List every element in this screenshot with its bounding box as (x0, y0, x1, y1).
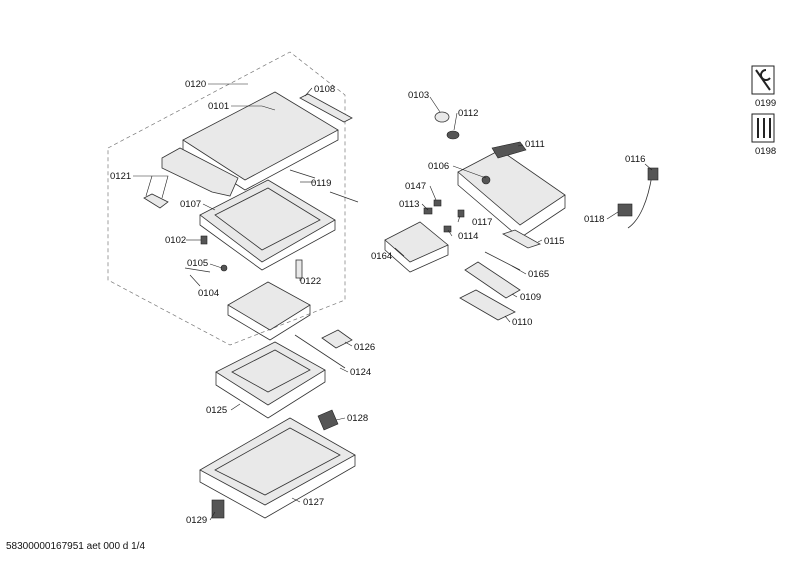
label-0121: 0121 (110, 171, 131, 182)
part-lid-panel (182, 91, 339, 191)
label-0109: 0109 (520, 292, 541, 303)
part-screws (184, 264, 228, 273)
label-0129: 0129 (186, 515, 207, 526)
label-0103: 0103 (408, 90, 429, 101)
label-0102: 0102 (165, 235, 186, 246)
label-0199: 0199 (755, 98, 776, 109)
part-tub-cover (215, 341, 326, 419)
part-control-foil (459, 289, 516, 321)
part-electronic-module (384, 221, 449, 273)
label-0165: 0165 (528, 269, 549, 280)
screwdriver-set-icon (751, 113, 775, 143)
label-0125: 0125 (206, 405, 227, 416)
label-0112: 0112 (458, 108, 478, 119)
label-0111: 0111 (525, 139, 545, 150)
label-0127: 0127 (303, 497, 324, 508)
part-bracket (317, 409, 339, 431)
part-rod (289, 169, 359, 203)
part-cover-plate (321, 329, 353, 349)
label-0116: 0116 (625, 154, 645, 165)
part-lid-handle (143, 147, 239, 209)
part-hinge-rod (294, 334, 346, 369)
label-0104: 0104 (198, 288, 219, 299)
label-0101: 0101 (208, 101, 229, 112)
part-mains-cable (617, 167, 659, 229)
label-0106: 0106 (428, 161, 449, 172)
label-0122: 0122 (300, 276, 321, 287)
tools-wrench-icon (751, 65, 775, 95)
part-clip (200, 235, 208, 245)
part-button-bar (502, 229, 541, 249)
label-0113: 0113 (399, 199, 419, 210)
label-0120: 0120 (185, 79, 206, 90)
part-button-holder (464, 261, 521, 299)
label-0108: 0108 (314, 84, 335, 95)
part-top-frame (199, 179, 336, 271)
part-base-frame (199, 417, 356, 519)
label-0115: 0115 (544, 236, 564, 247)
label-0105: 0105 (187, 258, 208, 269)
assembly-group-outline (107, 51, 346, 346)
label-0147: 0147 (405, 181, 426, 192)
part-control-housing (227, 281, 311, 341)
label-0126: 0126 (354, 342, 375, 353)
label-0114: 0114 (458, 231, 478, 242)
part-knob (434, 111, 460, 140)
label-0128: 0128 (347, 413, 368, 424)
label-0118: 0118 (584, 214, 604, 225)
label-0124: 0124 (350, 367, 371, 378)
leader-lines (133, 83, 653, 521)
part-door-latch (211, 499, 225, 519)
label-0119: 0119 (311, 178, 331, 189)
label-0117: 0117 (472, 217, 492, 228)
document-footer: 58300000167951 aet 000 d 1/4 (6, 541, 146, 552)
label-0107: 0107 (180, 199, 201, 210)
part-switch-components (423, 199, 465, 233)
part-panel-bracket (491, 141, 527, 159)
label-0110: 0110 (512, 317, 532, 328)
label-0164: 0164 (371, 251, 392, 262)
part-pin (295, 259, 303, 279)
label-0198: 0198 (755, 146, 776, 157)
